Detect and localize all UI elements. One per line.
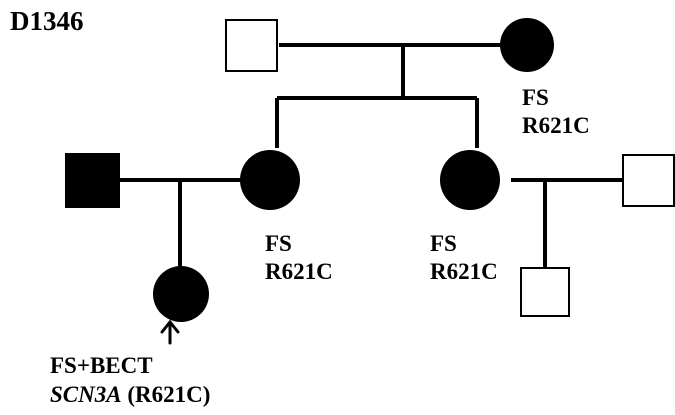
- gen2-left-daughter-circle: [240, 150, 300, 210]
- gen2-right-daughter-circle: [440, 150, 500, 210]
- proband-label-genotype: SCN3A (R621C): [50, 382, 210, 407]
- gen2-right-daughter-label-variant: R621C: [430, 259, 498, 284]
- pedigree-title: D1346: [10, 6, 84, 36]
- gen2-left-connections: [120, 178, 242, 270]
- gen2-right-husband-square: [622, 154, 675, 207]
- proband-gene-name: SCN3A: [50, 382, 122, 407]
- proband-variant-name: (R621C): [122, 382, 211, 407]
- proband-circle: [153, 266, 209, 322]
- gen1-father-square: [225, 19, 278, 72]
- gen1-mother-label-variant: R621C: [522, 113, 590, 138]
- gen1-mother-circle: [500, 18, 554, 72]
- gen2-left-husband-square: [65, 153, 120, 208]
- gen2-left-daughter-label-phenotype: FS: [265, 231, 292, 256]
- gen1-mother-label-phenotype: FS: [522, 85, 549, 110]
- proband-label-phenotype: FS+BECT: [50, 353, 153, 378]
- gen2-left-daughter-label-variant: R621C: [265, 259, 333, 284]
- gen3-son-square: [520, 267, 570, 317]
- gen2-right-connections: [511, 178, 623, 268]
- proband-arrow-icon: [160, 319, 180, 345]
- gen2-right-daughter-label-phenotype: FS: [430, 231, 457, 256]
- gen1-connections: [275, 43, 502, 148]
